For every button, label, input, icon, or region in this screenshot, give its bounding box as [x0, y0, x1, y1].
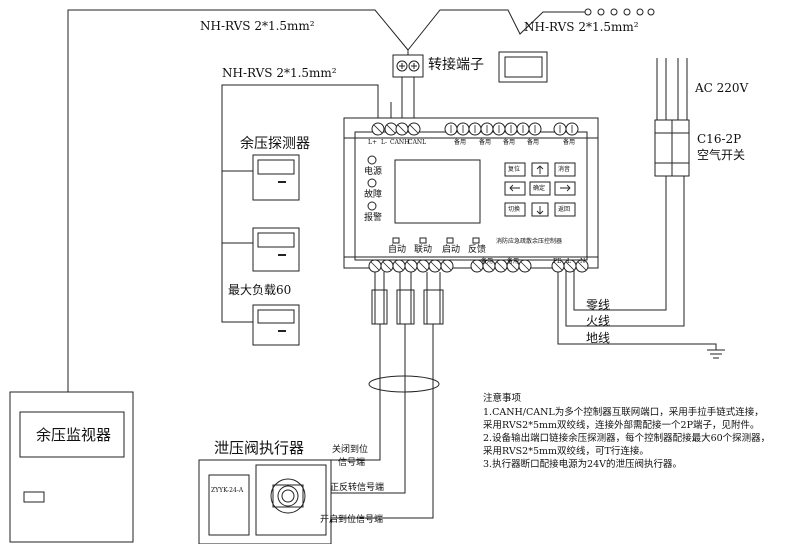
spare-label-5: 备用	[563, 139, 576, 146]
cable-label-top-right: NH-RVS 2*1.5mm²	[524, 20, 639, 34]
status-auto: 自动	[388, 245, 407, 255]
status-linkage: 联动	[414, 245, 433, 255]
spare-label-3: 备用	[503, 139, 516, 146]
actuator-label: 泄压阀执行器	[214, 439, 305, 457]
spare-label-bottom-2: 备用	[507, 258, 520, 265]
notes-line: 2.设备输出端口链接余压探测器，每个控制器配接最大60个探测器，	[483, 433, 771, 444]
notes-line: 采用RVS2*5mm双绞线，连接外部需配接一个2P端子，见附件。	[483, 420, 760, 431]
terminal-block-label: 转接端子	[428, 57, 484, 73]
notes-line: 1.CANH/CANL为多个控制器互联网端口，采用手拉手链式连接，	[483, 407, 764, 418]
terminal-label-pe: PE	[553, 258, 562, 265]
terminal-label-lplus: L+	[368, 139, 378, 146]
terminal-label-canh: CANH	[390, 139, 410, 146]
status-feedback: 反馈	[468, 245, 487, 255]
ac-label: AC 220V	[695, 81, 749, 95]
indicator-alarm: 报警	[364, 213, 383, 223]
max-load-label: 最大负载60	[228, 283, 292, 297]
neutral-label: 零线	[586, 298, 611, 312]
controller-title: 消防应急疏散余压控制器	[496, 238, 563, 245]
cable-label-left: NH-RVS 2*1.5mm²	[222, 66, 337, 80]
notes-line: 3.执行器断口配接电源为24V的泄压阀执行器。	[483, 459, 683, 470]
monitor-label: 余压监视器	[36, 426, 112, 444]
live-label: 火线	[586, 314, 611, 328]
cable-label-top-left: NH-RVS 2*1.5mm²	[200, 19, 315, 33]
spare-label-2: 备用	[479, 139, 492, 146]
signal-closed-label-2: 信号端	[338, 458, 366, 468]
actuator-model: ZYYK-24-A	[211, 487, 244, 494]
signal-closed-label: 关闭到位	[332, 445, 369, 455]
breaker-name: 空气开关	[697, 148, 746, 162]
status-start: 启动	[442, 245, 461, 255]
terminal-label-lminus: L-	[381, 139, 388, 146]
ground-label: 地线	[586, 331, 611, 345]
spare-label-1: 备用	[454, 139, 467, 146]
back-button[interactable]: 返回	[558, 206, 571, 213]
terminal-label-l: L	[567, 258, 571, 265]
notes-line: 采用RVS2*5mm双绞线，可T行连接。	[483, 446, 649, 457]
indicator-power: 电源	[364, 167, 383, 177]
switch-button[interactable]: 切换	[508, 206, 521, 213]
spare-label-4: 备用	[527, 139, 540, 146]
notes-title: 注意事项	[483, 393, 522, 404]
spare-label-bottom-1: 备用	[481, 258, 494, 265]
terminal-label-n: N	[580, 258, 586, 265]
reset-button[interactable]: 复位	[508, 166, 521, 173]
terminal-label-canl: CANL	[408, 139, 427, 146]
breaker-label: C16-2P	[697, 132, 742, 146]
confirm-button[interactable]: 确定	[533, 185, 546, 192]
signal-rotate-label: 正反转信号端	[330, 483, 385, 493]
signal-open-label: 开启到位信号端	[320, 515, 384, 525]
indicator-fault: 故障	[364, 190, 383, 200]
detector-label: 余压探测器	[240, 136, 310, 152]
mute-button[interactable]: 消音	[558, 166, 571, 173]
